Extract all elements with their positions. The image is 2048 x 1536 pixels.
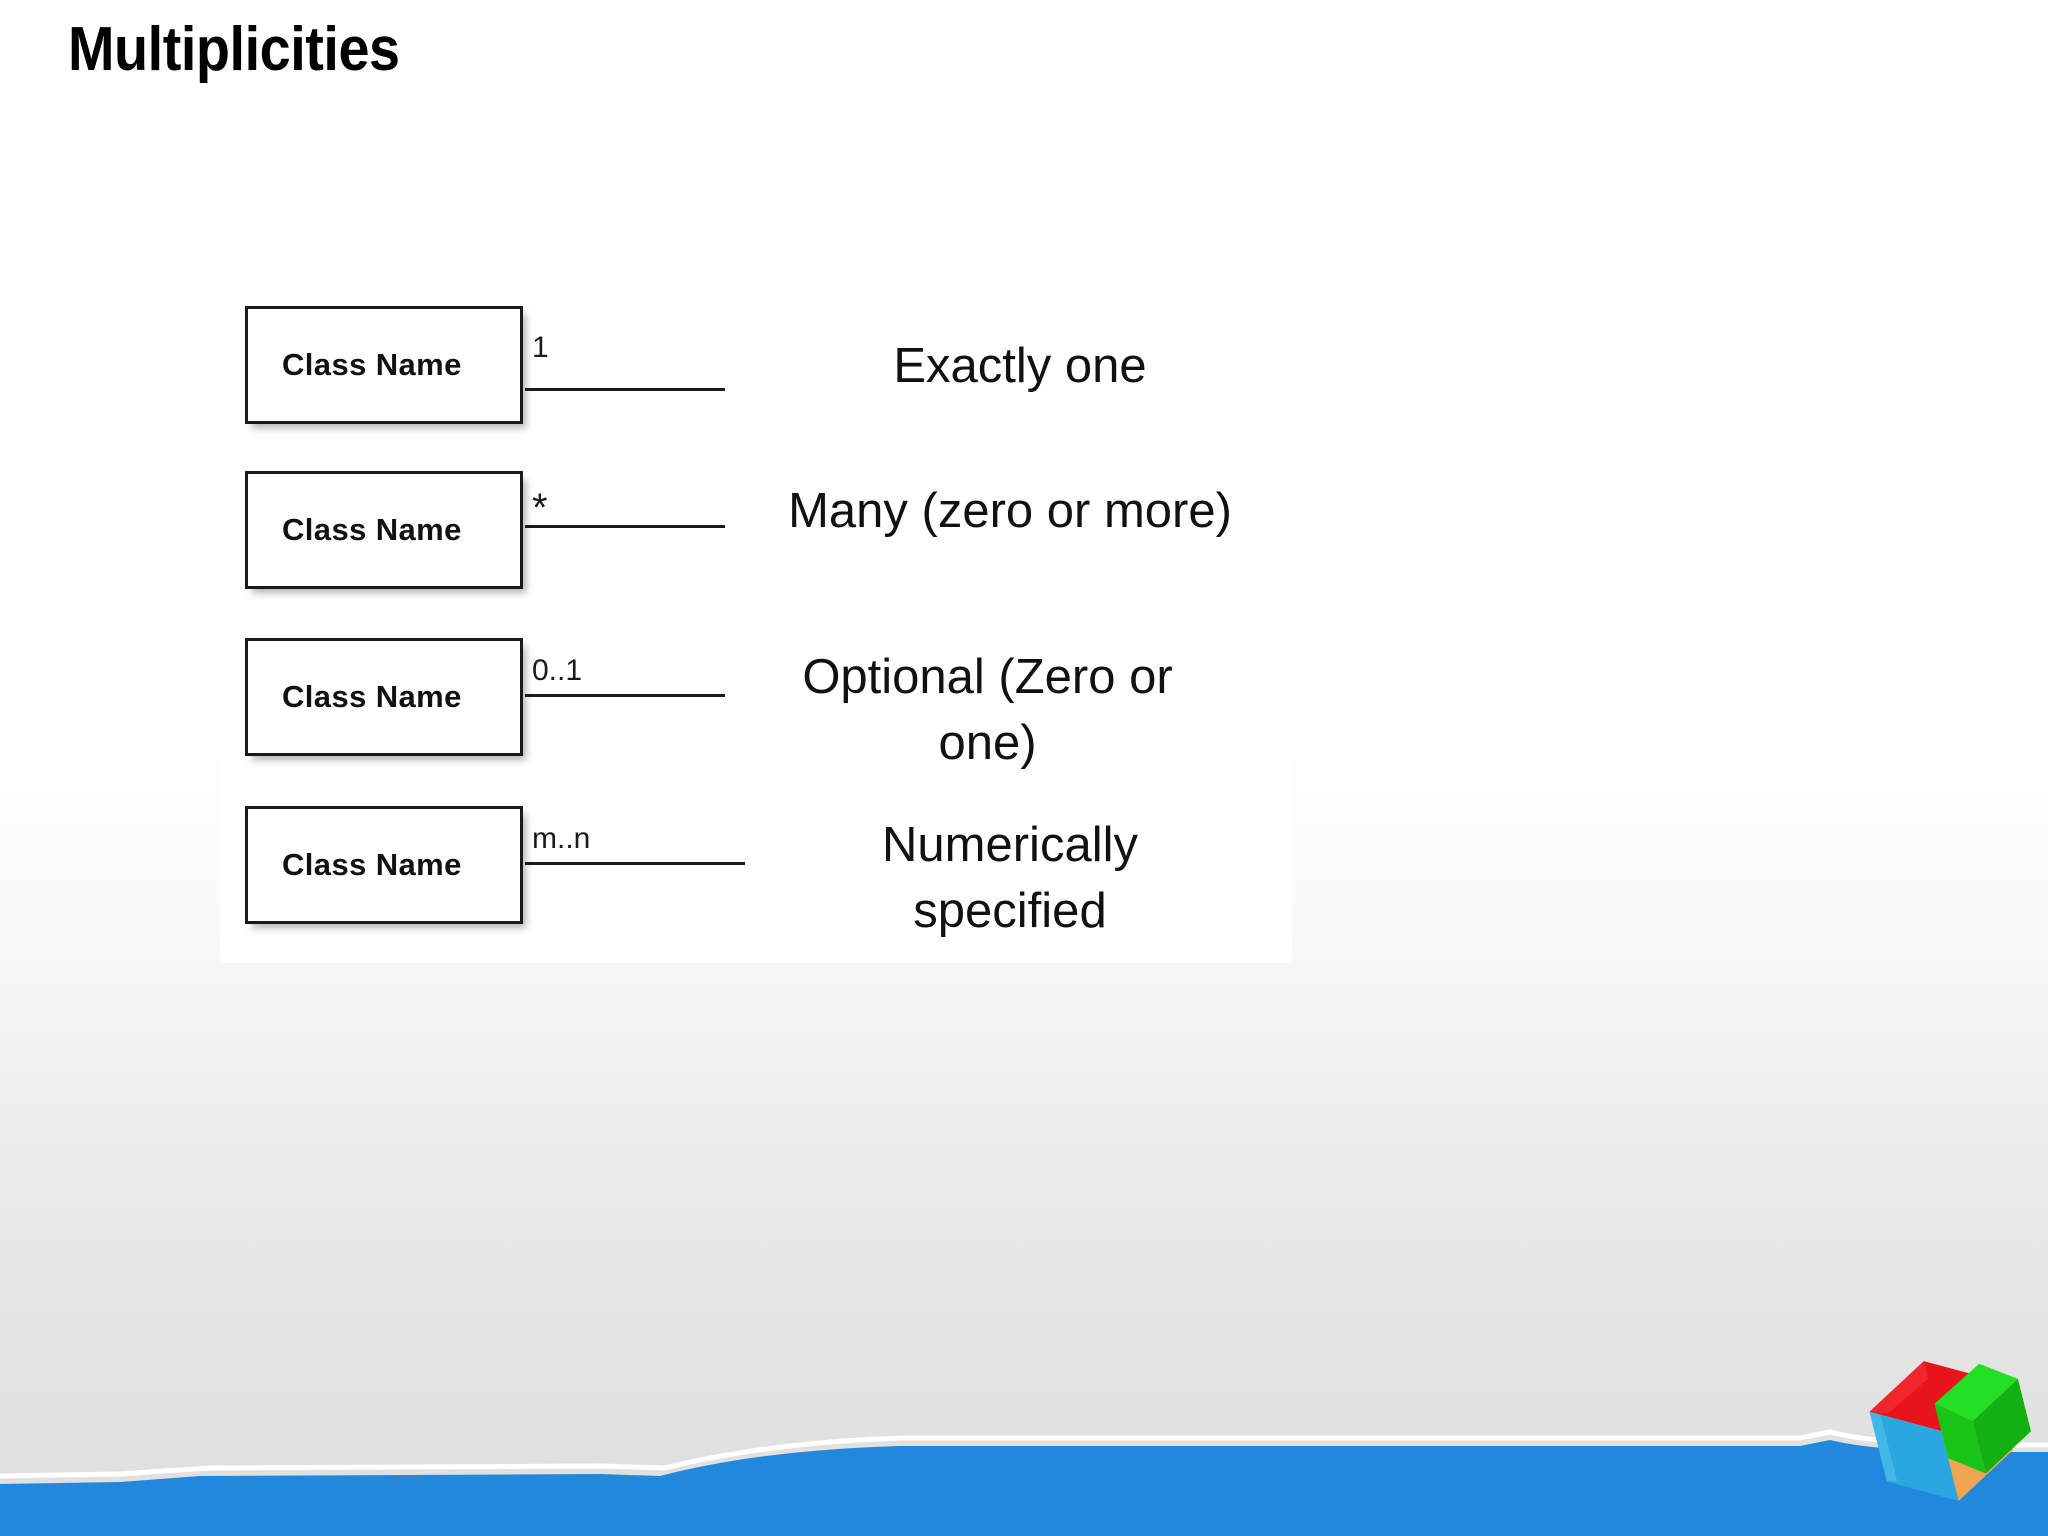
class-box: Class Name	[245, 306, 523, 424]
multiplicity-label: *	[532, 486, 548, 530]
class-box-label: Class Name	[282, 512, 462, 547]
class-box: Class Name	[245, 638, 523, 756]
class-box-label: Class Name	[282, 347, 462, 382]
class-box: Class Name	[245, 806, 523, 924]
connector-line	[525, 694, 725, 697]
multiplicity-label: 0..1	[532, 654, 583, 687]
multiplicity-diagram-panel: Class Name 1 Exactly one Class Name * Ma…	[220, 306, 1292, 963]
multiplicity-description: Exactly one	[893, 339, 1147, 393]
class-box: Class Name	[245, 471, 523, 589]
class-box-label: Class Name	[282, 679, 462, 714]
class-box-label: Class Name	[282, 847, 462, 882]
page-title: Multiplicities	[68, 15, 400, 84]
connector-line	[525, 862, 745, 865]
cube-logo-icon	[1869, 1361, 2031, 1501]
multiplicity-description: Many (zero or more)	[788, 484, 1232, 538]
footer-ribbon	[0, 1429, 2048, 1536]
multiplicity-label: m..n	[532, 822, 591, 855]
connector-line	[525, 525, 725, 528]
multiplicity-description: Optional (Zero or one)	[802, 650, 1173, 771]
connector-line	[525, 388, 725, 391]
multiplicity-description: Numerically specified	[882, 818, 1138, 939]
multiplicity-label: 1	[532, 331, 549, 364]
